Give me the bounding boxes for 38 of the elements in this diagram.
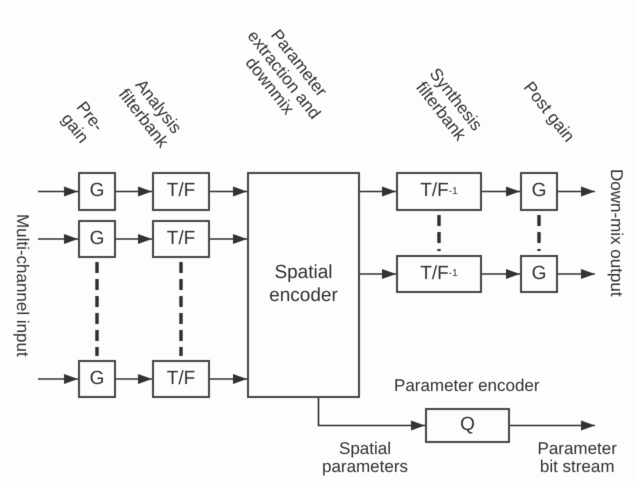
process-box: T/F$^{-1}$ — [396, 172, 482, 211]
arrow — [116, 374, 152, 384]
process-box: Q — [425, 408, 510, 443]
arrow — [210, 234, 247, 244]
arrow — [210, 186, 247, 196]
process-box: G — [78, 220, 116, 258]
edge-label: Spatial parameters — [322, 440, 408, 477]
process-box: T/F — [152, 172, 210, 211]
process-box: G — [78, 172, 116, 211]
process-box: G — [520, 172, 558, 211]
arrow — [116, 234, 152, 244]
arrow — [360, 186, 396, 196]
process-box: T/F — [152, 360, 210, 398]
arrow — [510, 420, 595, 430]
dashed-connector — [95, 262, 99, 356]
arrow — [558, 269, 595, 279]
process-box: T/F — [152, 220, 210, 258]
dashed-connector — [537, 215, 541, 251]
arrow — [318, 398, 425, 430]
process-box: G — [520, 255, 558, 293]
dashed-connector — [437, 215, 441, 251]
process-box: T/F$^{-1}$ — [396, 255, 482, 293]
encoder-block: Spatial encoder — [247, 172, 360, 398]
arrow — [360, 269, 396, 279]
arrow — [38, 186, 78, 196]
io-label: Multi-channel input — [10, 172, 34, 398]
arrow — [38, 234, 78, 244]
arrow — [558, 186, 595, 196]
column-heading: Pre- gain — [57, 98, 107, 146]
arrow — [482, 269, 520, 279]
process-box: G — [78, 360, 116, 398]
arrow — [38, 374, 78, 384]
arrow — [210, 374, 247, 384]
block-caption: Parameter encoder — [394, 376, 540, 396]
arrow — [482, 186, 520, 196]
arrow — [116, 186, 152, 196]
io-label: Down-mix output — [604, 120, 628, 346]
dashed-connector — [179, 262, 183, 356]
